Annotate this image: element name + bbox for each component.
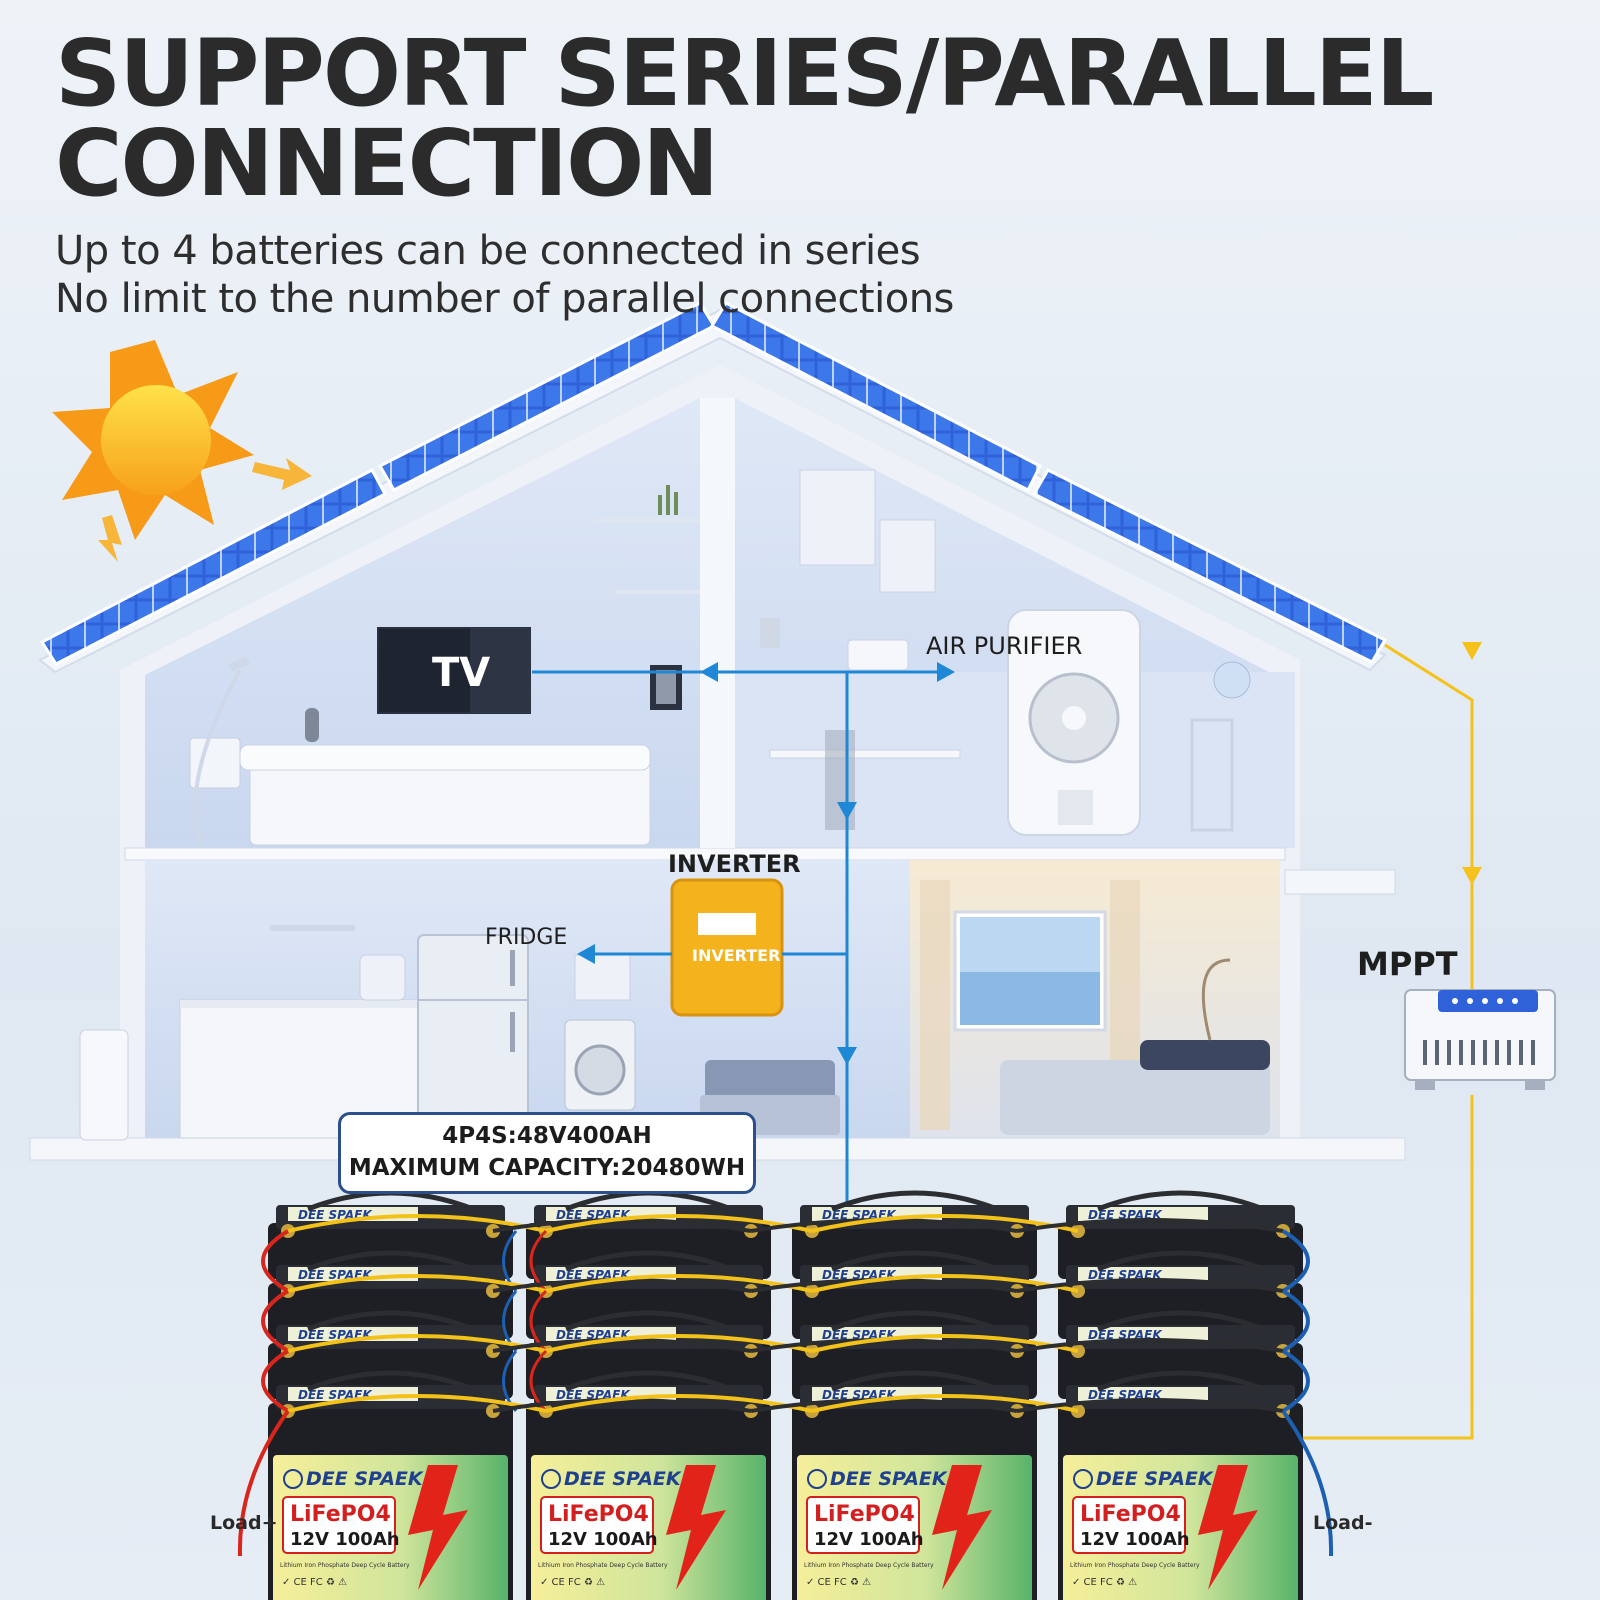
air-purifier-label: AIR PURIFIER xyxy=(926,632,1083,660)
battery-brand: DEE SPAEK xyxy=(306,1468,424,1490)
inverter-device-label: INVERTER xyxy=(692,946,781,965)
battery-brand: DEE SPAEK xyxy=(1096,1468,1214,1490)
battery-cert-marks: ✓ CE FC ♻ ⚠ xyxy=(540,1577,605,1588)
battery-rating: 12V 100Ah xyxy=(814,1529,924,1550)
mppt-label: MPPT xyxy=(1357,945,1458,983)
battery-description: Lithium Iron Phosphate Deep Cycle Batter… xyxy=(1070,1562,1200,1569)
sun-icon xyxy=(52,340,312,562)
spec-capacity: MAXIMUM CAPACITY:20480WH xyxy=(348,1155,746,1181)
study-room xyxy=(595,469,961,830)
load-negative-label: Load- xyxy=(1313,1512,1373,1534)
subtitle-line-2: No limit to the number of parallel conne… xyxy=(55,276,954,322)
subtitle-line-1: Up to 4 batteries can be connected in se… xyxy=(55,228,921,274)
battery-cert-marks: ✓ CE FC ♻ ⚠ xyxy=(282,1577,347,1588)
battery-cert-marks: ✓ CE FC ♻ ⚠ xyxy=(1072,1577,1137,1588)
spec-callout: 4P4S:48V400AH MAXIMUM CAPACITY:20480WH xyxy=(338,1112,756,1194)
battery-chemistry: LiFePO4 xyxy=(814,1502,915,1527)
battery-cert-marks: ✓ CE FC ♻ ⚠ xyxy=(806,1577,871,1588)
mppt-controller-icon xyxy=(1404,989,1556,1090)
load-positive-label: Load+ xyxy=(210,1512,278,1534)
inverter-icon xyxy=(670,878,784,1017)
battery-brand: DEE SPAEK xyxy=(564,1468,682,1490)
living-room xyxy=(189,656,682,846)
battery-description: Lithium Iron Phosphate Deep Cycle Batter… xyxy=(280,1562,410,1569)
battery-rating: 12V 100Ah xyxy=(290,1529,400,1550)
battery-brand: DEE SPAEK xyxy=(830,1468,948,1490)
fridge-label: FRIDGE xyxy=(485,925,568,950)
battery-description: Lithium Iron Phosphate Deep Cycle Batter… xyxy=(538,1562,668,1569)
battery-wiring xyxy=(237,1214,1334,1557)
battery-rating: 12V 100Ah xyxy=(548,1529,658,1550)
battery-rating: 12V 100Ah xyxy=(1080,1529,1190,1550)
washer xyxy=(564,954,840,1135)
battery-chemistry: LiFePO4 xyxy=(290,1502,391,1527)
air-purifier-icon xyxy=(1007,609,1251,836)
tv-label: TV xyxy=(432,650,491,696)
battery-chemistry: LiFePO4 xyxy=(548,1502,649,1527)
headline-line-1: SUPPORT SERIES/PARALLEL xyxy=(55,20,1434,127)
flow-arrows xyxy=(577,662,955,1065)
battery-description: Lithium Iron Phosphate Deep Cycle Batter… xyxy=(804,1562,934,1569)
tv-icon xyxy=(377,627,531,714)
solar-panel-icon xyxy=(39,301,1388,666)
spec-config: 4P4S:48V400AH xyxy=(442,1123,652,1149)
inverter-title-label: INVERTER xyxy=(668,850,801,878)
solar-charge-line xyxy=(1302,642,1482,1440)
power-flow-lines xyxy=(532,670,940,1210)
headline-line-2: CONNECTION xyxy=(55,110,719,217)
battery-chemistry: LiFePO4 xyxy=(1080,1502,1181,1527)
bedroom xyxy=(920,880,1270,1135)
fridge-icon xyxy=(417,934,529,1136)
